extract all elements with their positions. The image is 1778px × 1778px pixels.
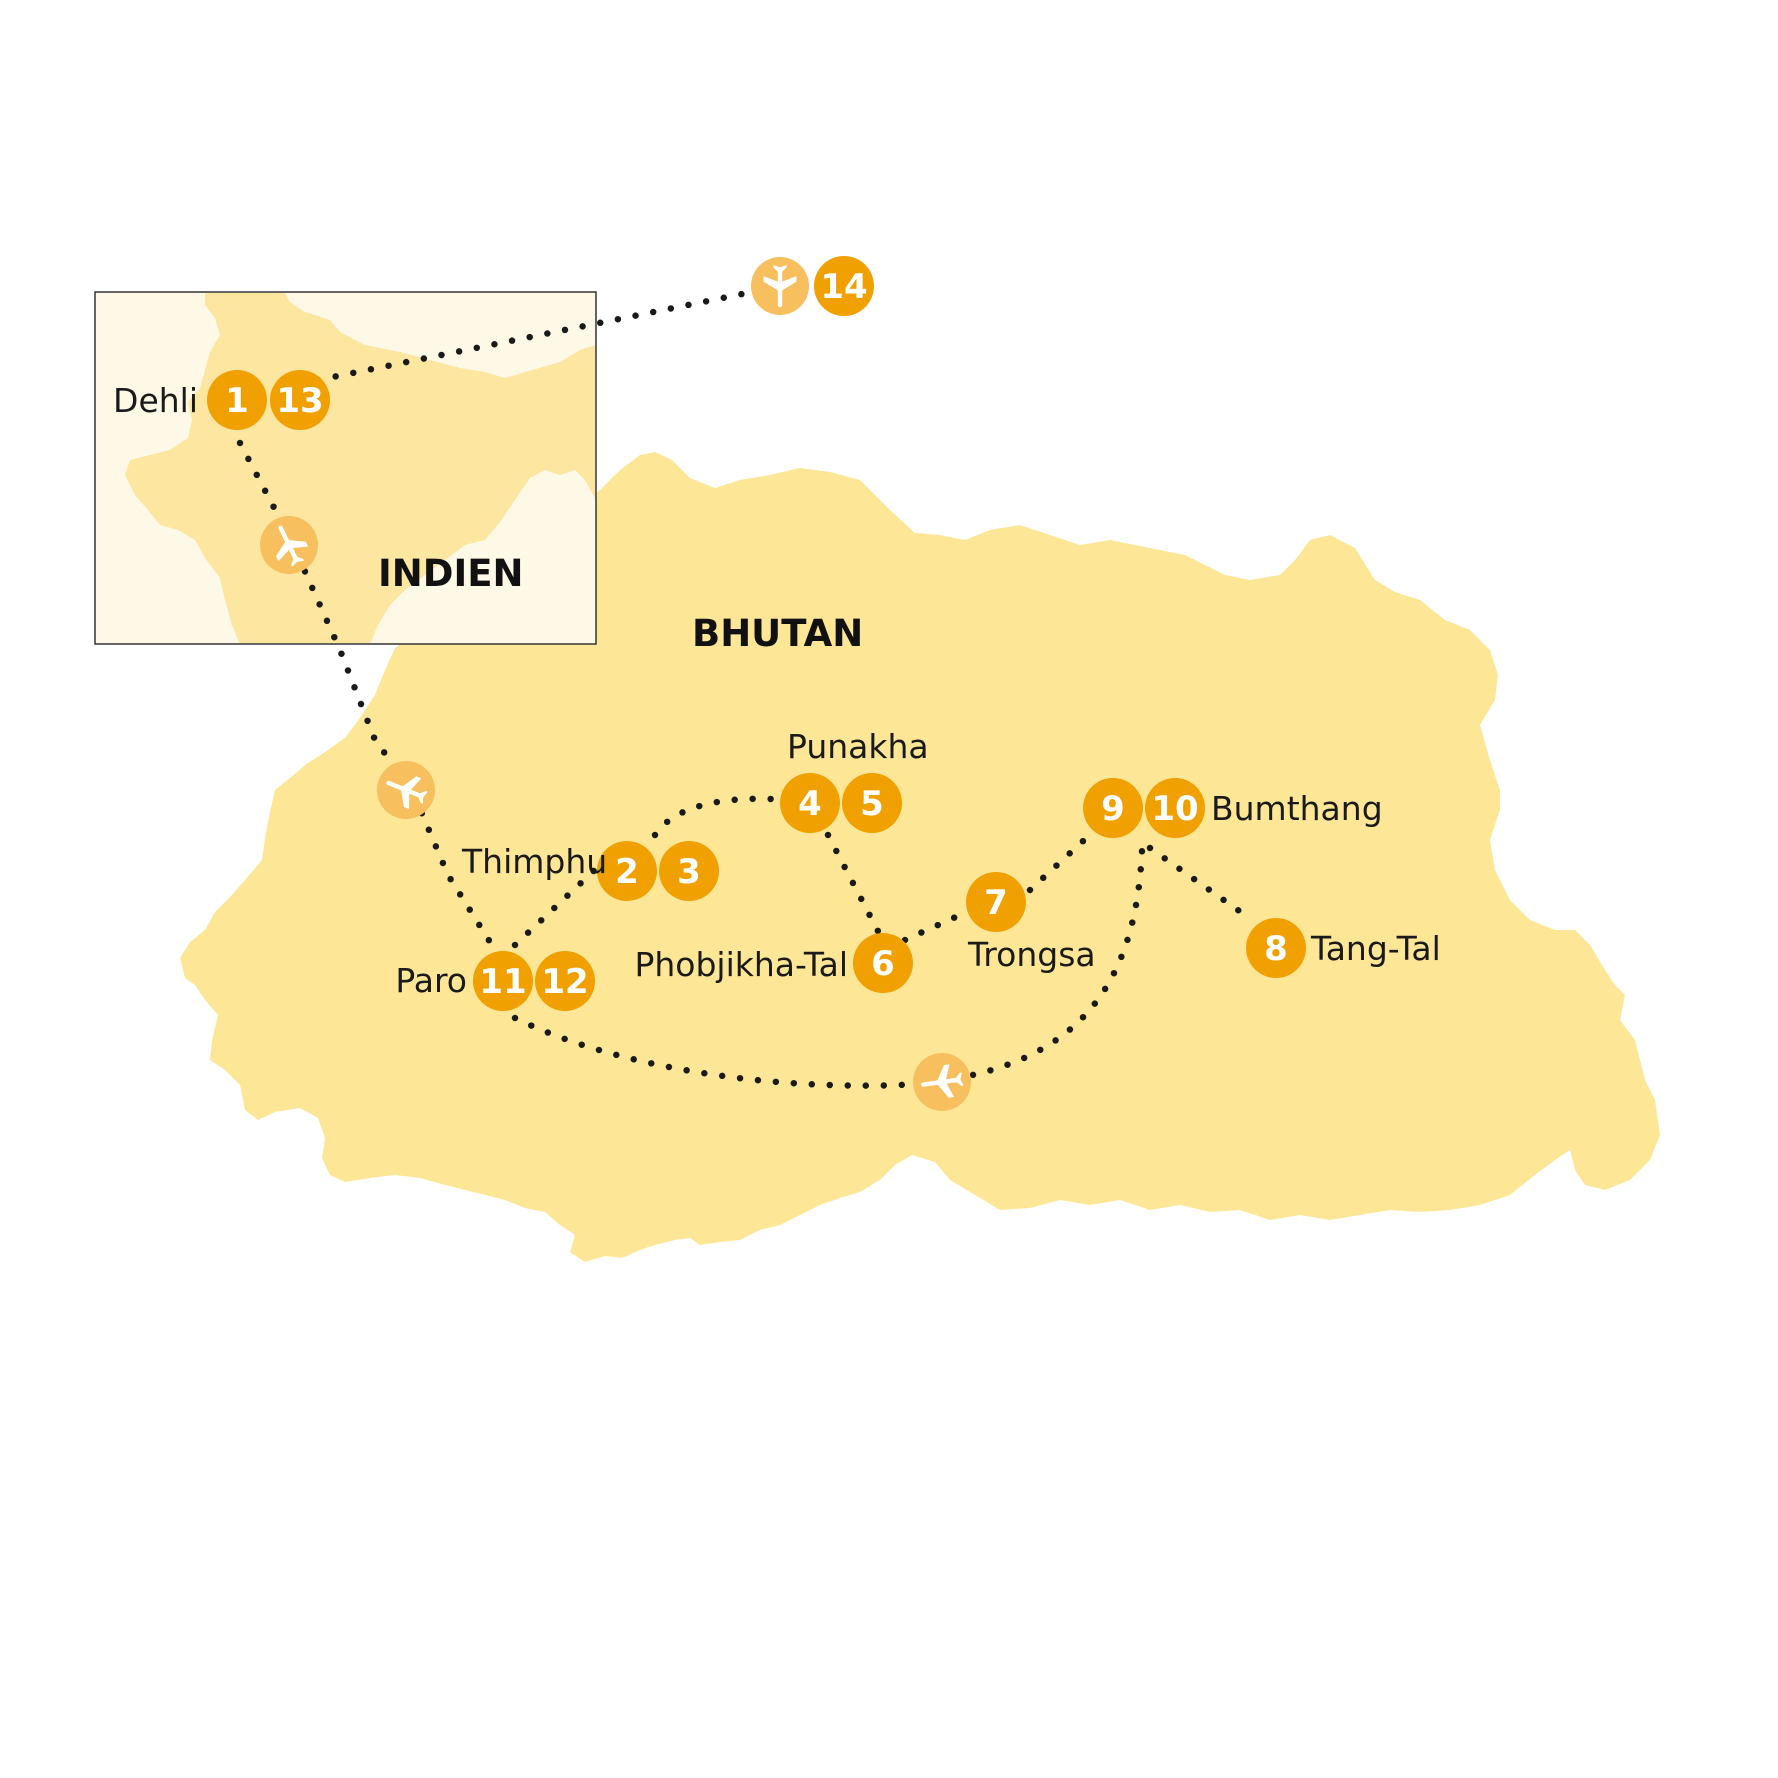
place-label-bumthang: Bumthang bbox=[1211, 789, 1383, 828]
place-label-punakha: Punakha bbox=[787, 727, 929, 766]
place-label-tang-tal: Tang-Tal bbox=[1310, 929, 1441, 968]
route-flight-delhi-home bbox=[314, 286, 766, 384]
place-label-thimphu: Thimphu bbox=[461, 842, 607, 881]
svg-text:2: 2 bbox=[615, 852, 639, 892]
stop-1: 1 bbox=[207, 370, 267, 430]
stop-5: 5 bbox=[842, 773, 902, 833]
svg-text:13: 13 bbox=[276, 381, 323, 421]
plane-badge-domestic bbox=[913, 1053, 971, 1111]
route-bumthang-tangtal bbox=[1146, 844, 1249, 919]
bhutan-landmass bbox=[180, 452, 1660, 1262]
svg-text:7: 7 bbox=[984, 883, 1008, 923]
route-punakha-phobjikha bbox=[824, 831, 884, 939]
route-paro-thimphu bbox=[511, 861, 604, 949]
stop-2: 2 bbox=[597, 841, 657, 901]
country-label-india: INDIEN bbox=[378, 552, 523, 595]
stop-13: 13 bbox=[270, 370, 330, 430]
svg-text:14: 14 bbox=[820, 267, 867, 307]
country-label-bhutan: BHUTAN bbox=[692, 612, 863, 655]
place-label-phobjikha-tal: Phobjikha-Tal bbox=[634, 945, 848, 984]
svg-text:9: 9 bbox=[1101, 789, 1125, 829]
svg-text:6: 6 bbox=[871, 944, 895, 984]
svg-text:1: 1 bbox=[225, 381, 249, 421]
stop-7: 7 bbox=[966, 872, 1026, 932]
stop-11: 11 bbox=[473, 951, 533, 1011]
place-label-trongsa: Trongsa bbox=[967, 935, 1096, 974]
stop-14: 14 bbox=[814, 256, 874, 316]
plane-badge-return bbox=[751, 257, 809, 315]
place-label-paro: Paro bbox=[395, 961, 467, 1000]
stop-4: 4 bbox=[780, 773, 840, 833]
stop-10: 10 bbox=[1145, 778, 1205, 838]
place-label-dehli: Dehli bbox=[113, 381, 198, 420]
svg-text:4: 4 bbox=[798, 784, 822, 824]
stop-12: 12 bbox=[535, 951, 595, 1011]
stop-8: 8 bbox=[1246, 918, 1306, 978]
svg-text:5: 5 bbox=[860, 784, 884, 824]
svg-text:3: 3 bbox=[677, 852, 701, 892]
svg-text:10: 10 bbox=[1151, 789, 1198, 829]
stop-9: 9 bbox=[1083, 778, 1143, 838]
route-thimphu-punakha bbox=[651, 795, 794, 839]
svg-text:12: 12 bbox=[541, 962, 588, 1002]
svg-text:8: 8 bbox=[1264, 929, 1288, 969]
plane-badge-paro-approach bbox=[377, 761, 435, 819]
plane-badge-inset bbox=[260, 516, 318, 574]
stop-6: 6 bbox=[853, 933, 913, 993]
route-flight-paro-bumthang bbox=[511, 846, 1146, 1089]
svg-text:11: 11 bbox=[479, 962, 526, 1002]
stop-3: 3 bbox=[659, 841, 719, 901]
route-trongsa-bumthang bbox=[1026, 826, 1099, 894]
